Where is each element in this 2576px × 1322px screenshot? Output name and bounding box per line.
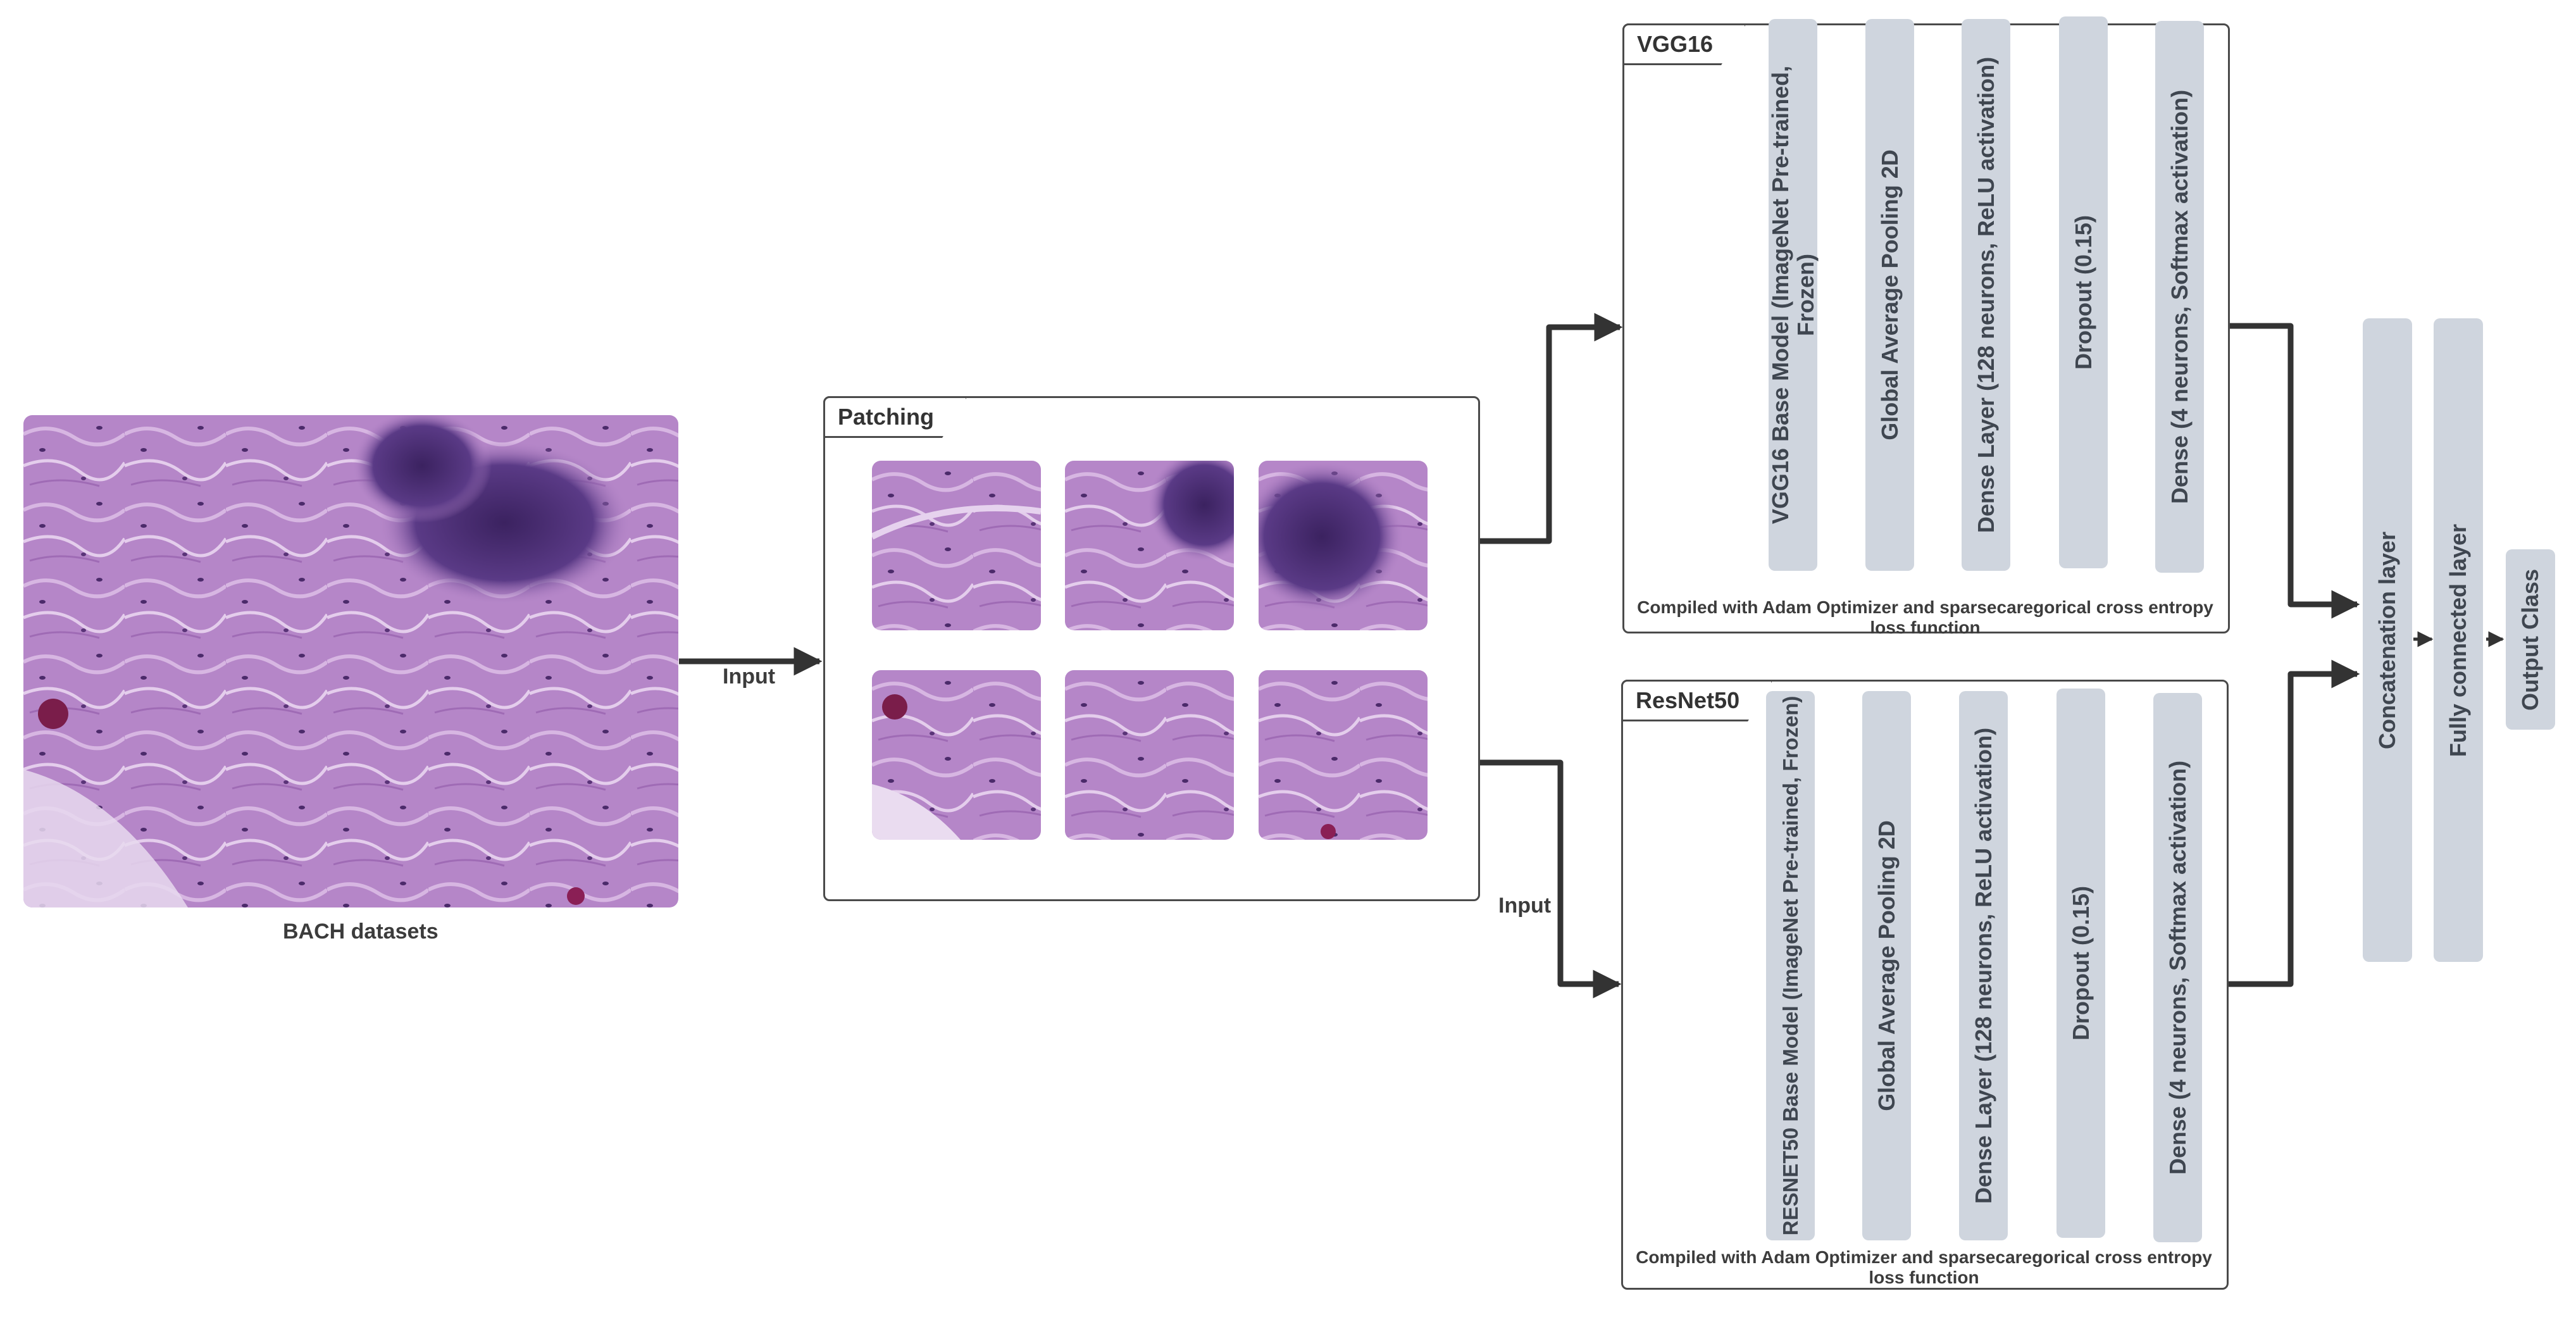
resnet50-layer-3: Dense Layer (128 neurons, ReLU activatio… — [1959, 691, 2008, 1240]
patch-6 — [1259, 670, 1428, 840]
patch-4 — [872, 670, 1041, 840]
resnet50-layer-1: RESNET50 Base Model (ImageNet Pre-traine… — [1766, 691, 1815, 1240]
vgg16-layer-5: Dense (4 neurons, Softmax activation) — [2155, 21, 2204, 573]
resnet50-frame: ResNet50 — [1621, 680, 2229, 1290]
arrow-patching-to-resnet50 — [1479, 759, 1622, 999]
arrow-resnet50-to-concat — [2226, 659, 2360, 987]
concatenation-layer: Concatenation layer — [2363, 318, 2412, 962]
resnet50-layer-2: Global Average Pooling 2D — [1862, 691, 1911, 1240]
vgg16-compile-note: Compiled with Adam Optimizer and sparsec… — [1637, 597, 2213, 637]
resnet50-title: ResNet50 — [1621, 680, 1773, 721]
vgg16-layer-1: VGG16 Base Model (ImageNet Pre-trained, … — [1767, 19, 1819, 571]
resnet50-layer-5: Dense (4 neurons, Softmax activation) — [2153, 693, 2202, 1242]
vgg16-frame: VGG16 — [1622, 23, 2230, 633]
edge-label-input-bottom: Input — [1498, 894, 1552, 918]
arrow-patching-to-vgg16 — [1479, 313, 1623, 544]
output-class: Output Class — [2506, 549, 2555, 730]
vgg16-title: VGG16 — [1622, 23, 1746, 65]
patch-5 — [1065, 670, 1234, 840]
resnet50-layer-4: Dropout (0.15) — [2056, 689, 2105, 1238]
arrow-vgg16-to-concat — [2227, 323, 2360, 619]
vgg16-layer-2: Global Average Pooling 2D — [1865, 19, 1914, 571]
patch-2 — [1065, 461, 1234, 630]
vgg16-layer-3: Dense Layer (128 neurons, ReLU activatio… — [1962, 19, 2010, 571]
dataset-caption: BACH datasets — [283, 920, 439, 944]
edge-label-input-top: Input — [723, 664, 776, 689]
fully-connected-layer: Fully connected layer — [2434, 318, 2483, 962]
resnet50-compile-note: Compiled with Adam Optimizer and sparsec… — [1636, 1247, 2212, 1287]
patch-3 — [1259, 461, 1428, 630]
patching-title: Patching — [823, 396, 968, 438]
patch-1 — [872, 461, 1041, 630]
vgg16-layer-4: Dropout (0.15) — [2059, 16, 2108, 568]
bach-dataset-image — [23, 415, 678, 907]
